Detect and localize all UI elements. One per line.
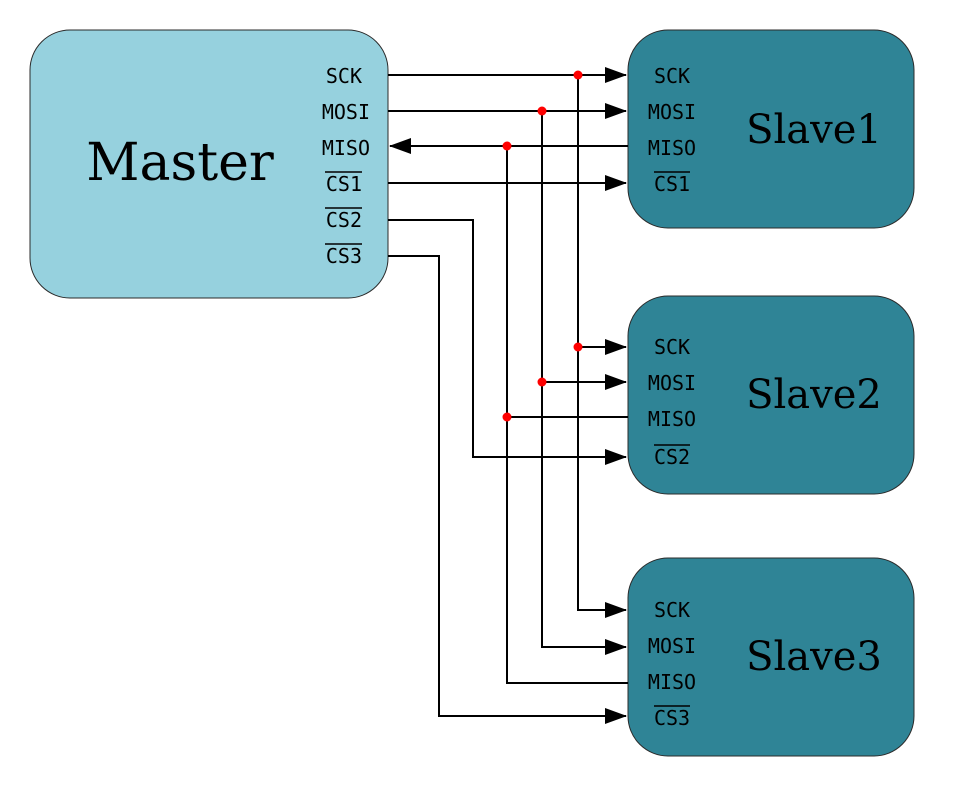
master-pin-sck: SCK	[326, 64, 362, 88]
slave1-pin-miso: MISO	[648, 136, 696, 160]
slave2-box	[627, 295, 915, 495]
junction-miso-mid	[502, 412, 512, 422]
slave1-box	[627, 29, 915, 229]
master-pin-cs1: CS1	[326, 172, 362, 196]
slave2-pin-miso: MISO	[648, 407, 696, 431]
master-box	[29, 29, 389, 299]
slave2-pin-sck: SCK	[654, 335, 690, 359]
slave3-title: Slave3	[746, 634, 882, 680]
junction-sck-top	[573, 70, 583, 80]
slave1-pin-mosi: MOSI	[648, 100, 696, 124]
junction-mosi-top	[537, 106, 547, 116]
wire-cs2	[388, 219, 627, 465]
master-pin-miso: MISO	[322, 136, 370, 160]
slave3-pin-cs3: CS3	[654, 706, 690, 730]
master-pin-cs3: CS3	[326, 244, 362, 268]
junction-miso-top	[502, 141, 512, 151]
slave3-box	[627, 557, 915, 757]
wire-cs3	[388, 255, 627, 724]
slave3-pin-mosi: MOSI	[648, 634, 696, 658]
master-title: Master	[86, 133, 274, 193]
slave3-pin-sck: SCK	[654, 598, 690, 622]
slave1-pin-cs1: CS1	[654, 172, 690, 196]
junction-sck-mid	[573, 342, 583, 352]
slave3-pin-miso: MISO	[648, 670, 696, 694]
slave1-title: Slave1	[746, 107, 882, 153]
junction-mosi-mid	[537, 377, 547, 387]
master-pin-cs2: CS2	[326, 208, 362, 232]
slave2-title: Slave2	[746, 372, 882, 418]
master-pin-mosi: MOSI	[322, 100, 370, 124]
slave2-pin-cs2: CS2	[654, 445, 690, 469]
slave2-pin-mosi: MOSI	[648, 371, 696, 395]
slave1-pin-sck: SCK	[654, 64, 690, 88]
